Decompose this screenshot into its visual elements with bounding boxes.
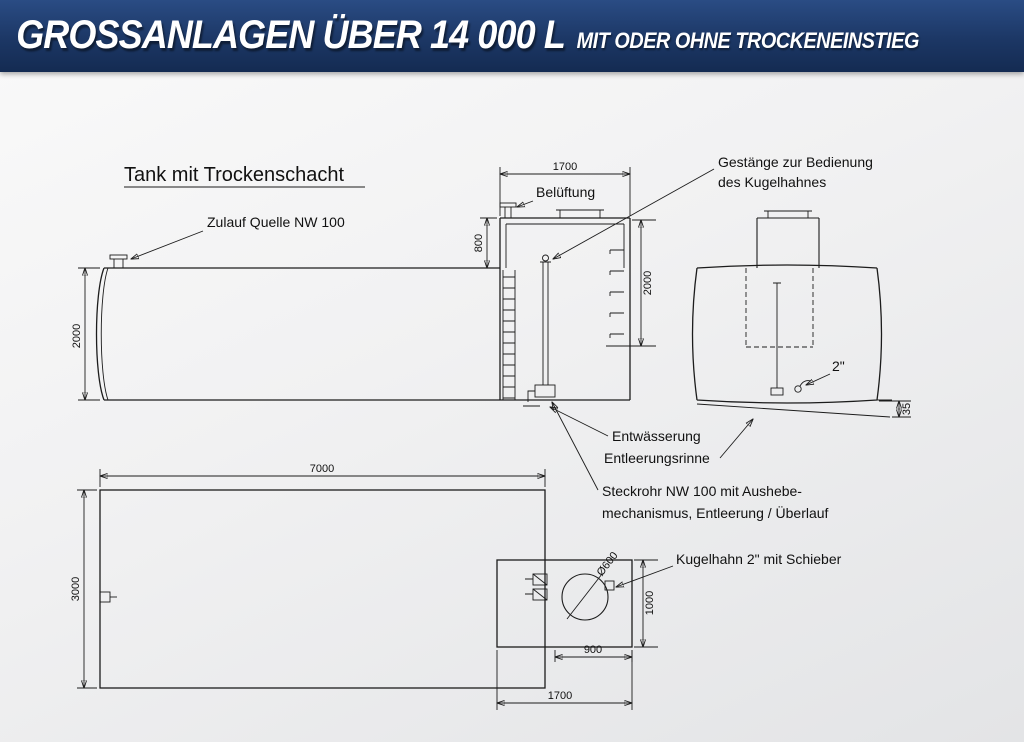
dim-shaft-plan-width: 1700 bbox=[496, 650, 633, 710]
plan-valves bbox=[525, 573, 615, 601]
shaft-hidden-outline bbox=[745, 268, 814, 348]
kugelhahn-label-text: Kugelhahn 2" mit Schieber bbox=[676, 551, 842, 567]
shaft-elevation bbox=[499, 202, 631, 407]
dim-shaft-depth: 2000 bbox=[606, 219, 656, 347]
plan-inlet-nozzle bbox=[99, 591, 117, 603]
dim-shaft-width: 1700 bbox=[499, 161, 631, 216]
entwaesserung-label-text: Entwässerung bbox=[612, 428, 701, 444]
header-row: GROSSANLAGEN ÜBER 14 000 L MIT ODER OHNE… bbox=[0, 0, 922, 58]
vent-pipe bbox=[499, 202, 517, 218]
drain-channel bbox=[696, 399, 892, 418]
dim-channel-depth: 35 bbox=[879, 400, 913, 418]
dim-shaft-plan-depth-text: 1000 bbox=[644, 591, 656, 615]
entleerungsrinne-label: Entleerungsrinne bbox=[604, 419, 753, 466]
dim-shaft-above: 800 bbox=[473, 217, 497, 269]
dim-tank-height-text: 2000 bbox=[71, 324, 83, 348]
manhole-riser bbox=[556, 209, 604, 218]
valve-rod bbox=[770, 282, 784, 396]
drawing-title-text: Tank mit Trockenschacht bbox=[124, 164, 345, 186]
gestaenge-label: Gestänge zur Bedienung des Kugelhahnes bbox=[553, 154, 873, 259]
dim-manhole-text: Ø600 bbox=[595, 550, 621, 579]
dim-tank-height: 2000 bbox=[71, 267, 100, 401]
end-view bbox=[691, 210, 892, 418]
zulauf-label: Zulauf Quelle NW 100 bbox=[131, 214, 345, 259]
zoll2-label: 2" bbox=[806, 358, 845, 385]
entwaesserung-label: Entwässerung bbox=[550, 407, 701, 444]
steckrohr-label-line1: Steckrohr NW 100 mit Aushebe- bbox=[602, 483, 802, 499]
dim-shaft-depth-text: 2000 bbox=[642, 271, 654, 295]
dim-shaft-plan-width-text: 1700 bbox=[548, 690, 572, 702]
steckrohr-pipe bbox=[523, 254, 556, 407]
step-irons bbox=[609, 249, 624, 338]
dim-shaft-plan-offset-text: 900 bbox=[584, 644, 602, 656]
dim-tank-length: 7000 bbox=[99, 463, 546, 487]
steckrohr-label-line2: mechanismus, Entleerung / Überlauf bbox=[602, 504, 829, 521]
dim-shaft-plan-depth: 1000 bbox=[634, 559, 658, 648]
gestaenge-label-line1: Gestänge zur Bedienung bbox=[718, 154, 873, 170]
header-banner: GROSSANLAGEN ÜBER 14 000 L MIT ODER OHNE… bbox=[0, 0, 1024, 72]
page-title: GROSSANLAGEN ÜBER 14 000 L bbox=[16, 13, 566, 57]
drawing-title: Tank mit Trockenschacht bbox=[124, 164, 365, 188]
technical-drawing: Tank mit Trockenschacht Zulauf Quelle NW… bbox=[70, 154, 913, 710]
dim-shaft-width-text: 1700 bbox=[553, 161, 577, 173]
manhole-circle bbox=[561, 573, 609, 621]
inlet-nozzle bbox=[109, 254, 128, 260]
shaft-plan: Ø600 1000 900 1700 bbox=[496, 550, 658, 710]
kugelhahn-label: Kugelhahn 2" mit Schieber bbox=[616, 551, 842, 587]
gestaenge-label-line2: des Kugelhahnes bbox=[718, 174, 826, 190]
ladder bbox=[502, 270, 516, 400]
belueftung-label-text: Belüftung bbox=[536, 184, 595, 200]
dim-tank-length-text: 7000 bbox=[310, 463, 334, 475]
side-view-tank bbox=[95, 254, 500, 401]
dim-tank-width-text: 3000 bbox=[70, 577, 82, 601]
steckrohr-label: Steckrohr NW 100 mit Aushebe- mechanismu… bbox=[552, 402, 829, 521]
page-subtitle: MIT ODER OHNE TROCKENEINSTIEG bbox=[576, 28, 920, 53]
plan-view: 7000 3000 bbox=[70, 463, 546, 689]
entleerungsrinne-label-text: Entleerungsrinne bbox=[604, 450, 710, 466]
dim-shaft-above-text: 800 bbox=[473, 234, 485, 252]
dim-tank-width: 3000 bbox=[70, 489, 97, 689]
zoll2-label-text: 2" bbox=[832, 358, 845, 374]
outlet-valve bbox=[794, 380, 812, 393]
zulauf-label-text: Zulauf Quelle NW 100 bbox=[207, 214, 345, 230]
belueftung-label: Belüftung bbox=[517, 184, 595, 207]
dim-channel-depth-text: 35 bbox=[901, 403, 913, 415]
